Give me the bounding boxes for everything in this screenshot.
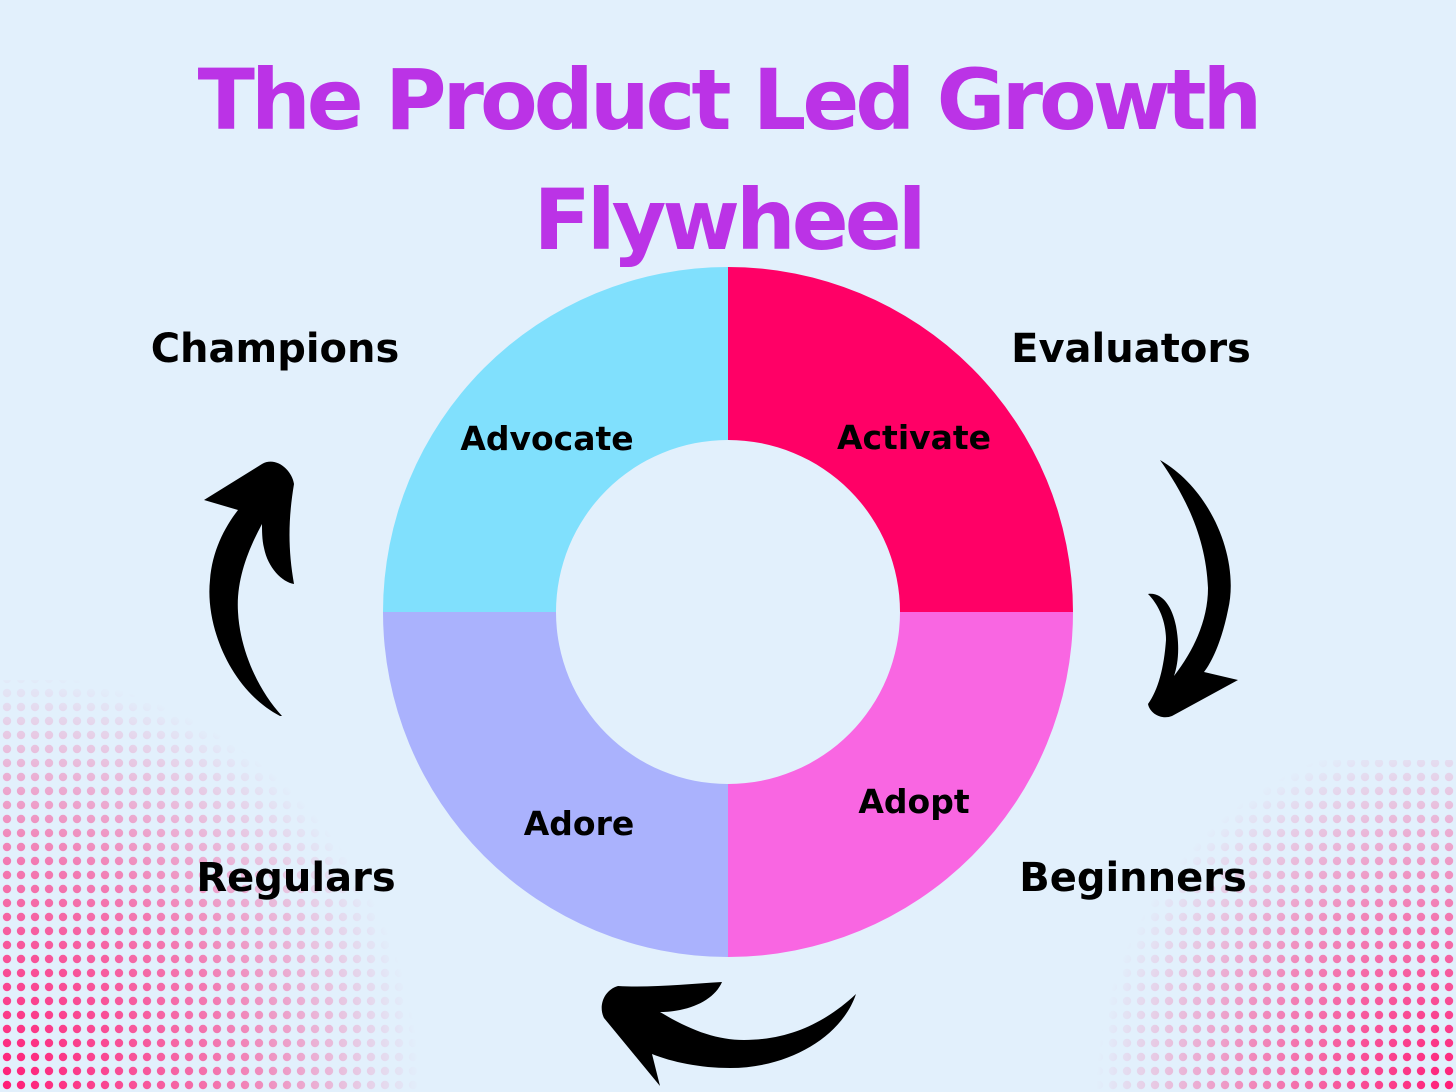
role-label-champions: Champions — [151, 326, 400, 372]
role-label-evaluators: Evaluators — [1011, 326, 1251, 372]
segment-label-activate: Activate — [837, 418, 991, 457]
segment-label-adore: Adore — [524, 804, 635, 843]
halftone-decoration-right — [1080, 760, 1456, 1092]
role-label-beginners: Beginners — [1019, 855, 1247, 901]
curved-arrow-up-icon — [204, 461, 294, 716]
segment-advocate — [383, 267, 728, 612]
segment-activate — [728, 267, 1073, 612]
segment-adore — [383, 612, 728, 957]
segment-label-adopt: Adopt — [858, 782, 969, 821]
curved-arrow-down-icon — [1148, 460, 1238, 718]
segment-label-advocate: Advocate — [460, 419, 633, 458]
halftone-decoration-left — [0, 680, 440, 1092]
segment-adopt — [728, 612, 1073, 957]
flywheel-donut — [383, 267, 1073, 957]
role-label-regulars: Regulars — [196, 855, 395, 901]
page-title: The Product Led Growth Flywheel — [197, 51, 1263, 269]
curved-arrow-left-icon — [601, 982, 856, 1086]
